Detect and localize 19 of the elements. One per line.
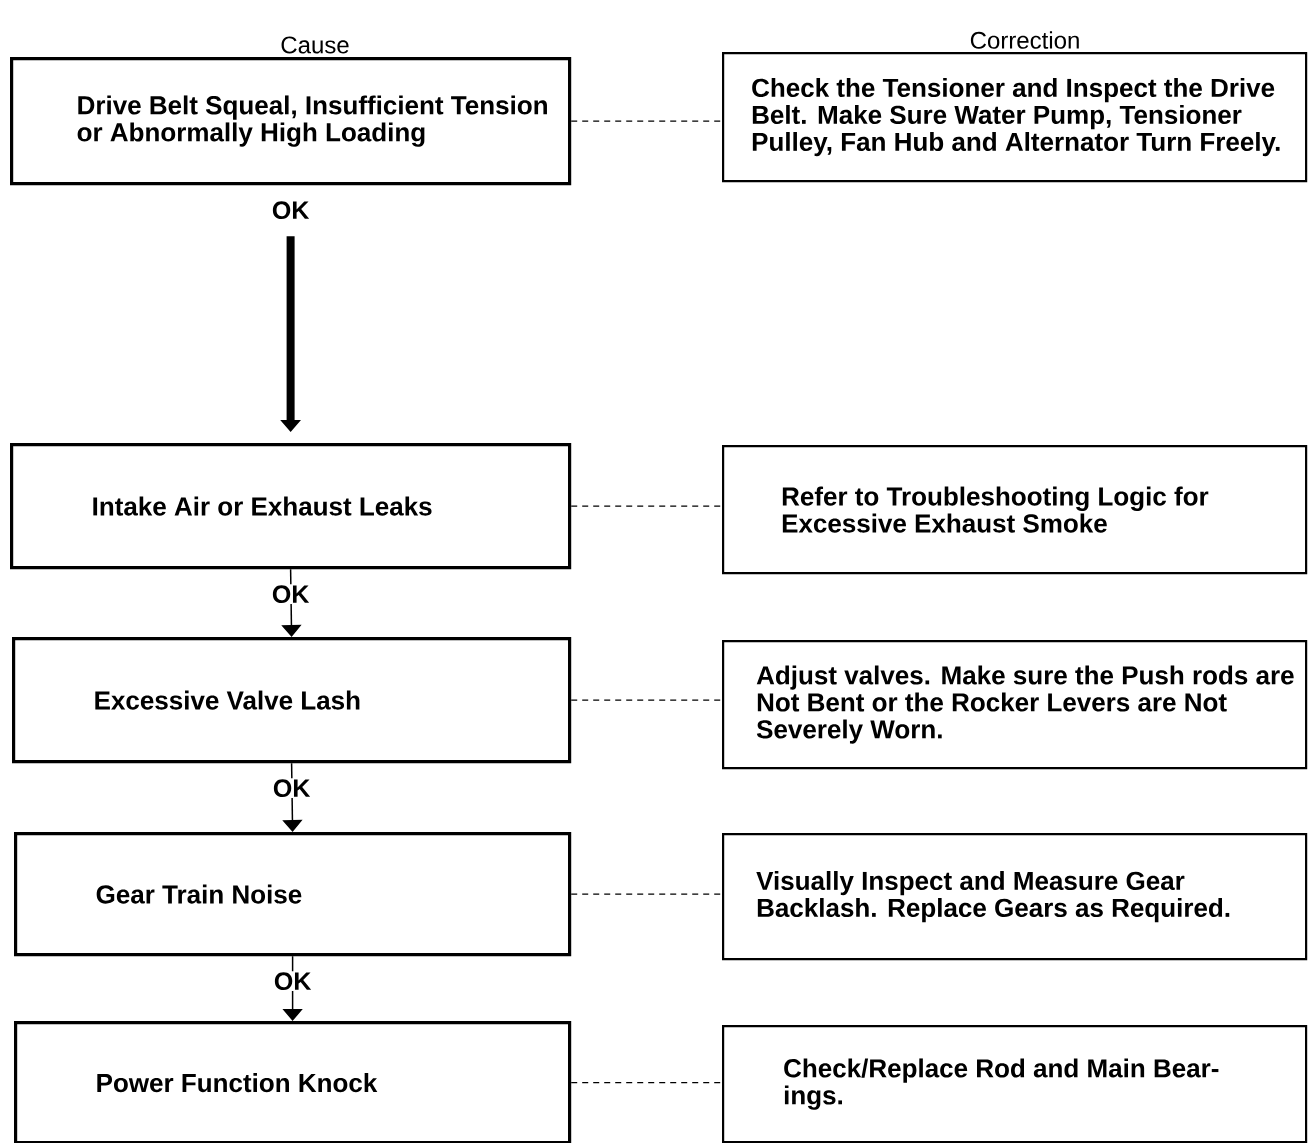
correction-box: Check the Tensioner and Inspect the Drive Belt. Make Sure Water Pump, Tensioner Pulley, Fan Hub and Alternator Turn Freely. bbox=[722, 52, 1308, 183]
edge-label: OK bbox=[270, 200, 311, 221]
correction-box: Visually Inspect and Measure Gear Backlash. Replace Gears as Required. bbox=[722, 833, 1308, 961]
dashed-connector bbox=[570, 893, 723, 895]
correction-box: Check/Replace Rod and Main Bear- ings. bbox=[722, 1025, 1308, 1143]
cause-box: Gear Train Noise bbox=[14, 832, 572, 957]
cause-box: Intake Air or Exhaust Leaks bbox=[10, 443, 572, 570]
edge-label: OK bbox=[271, 778, 312, 799]
edge-label: OK bbox=[272, 971, 313, 992]
cause-box: Excessive Valve Lash bbox=[12, 637, 572, 764]
correction-box: Refer to Troubleshooting Logic for Excessive Exhaust Smoke bbox=[722, 445, 1308, 575]
dashed-connector bbox=[570, 699, 723, 701]
dashed-connector bbox=[570, 505, 723, 507]
dashed-connector bbox=[570, 1081, 723, 1084]
dashed-connector bbox=[570, 120, 723, 122]
cause-box: Power Function Knock bbox=[14, 1021, 572, 1143]
cause-box: Drive Belt Squeal, Insufficient Tension or Abnormally High Loading bbox=[10, 57, 572, 186]
correction-box: Adjust valves. Make sure the Push rods are Not Bent or the Rocker Levers are Not Severely Worn. bbox=[722, 640, 1308, 770]
edge-label: OK bbox=[270, 584, 311, 605]
